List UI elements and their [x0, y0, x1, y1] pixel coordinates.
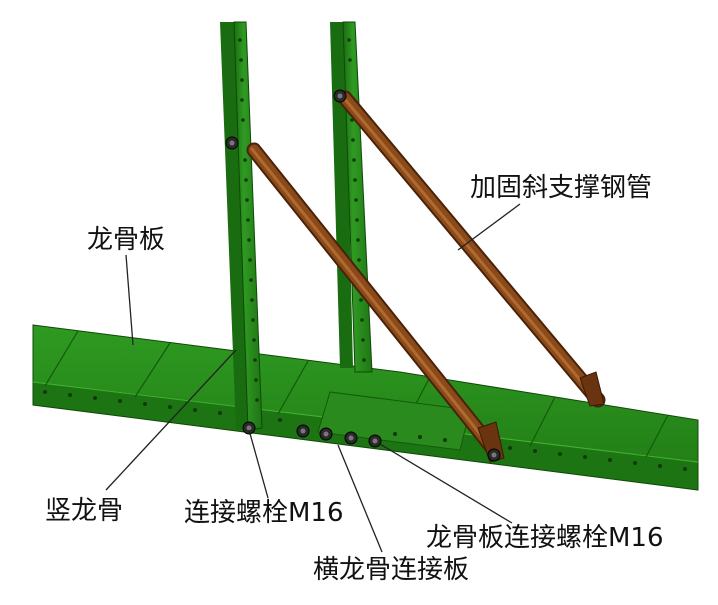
leader-lines: [105, 203, 521, 553]
brace-pipe-left: [246, 142, 505, 463]
label-keel-plate-bolt: 龙骨板连接螺栓M16: [426, 523, 664, 553]
keel-plate-top-face: [32, 324, 699, 463]
bolts: [225, 89, 501, 462]
label-vertical-keel: 竖龙骨: [45, 496, 123, 526]
vertical-keel-right: [330, 21, 373, 373]
leader-keel-plate: [125, 254, 134, 346]
leader-keel-plate-bolt: [379, 443, 513, 524]
label-brace-pipe: 加固斜支撑钢管: [470, 173, 652, 203]
leader-vertical-keel: [105, 349, 237, 491]
leader-brace-pipe: [457, 203, 521, 251]
label-connect-bolt: 连接螺栓M16: [184, 498, 344, 528]
vertical-keel-left: [220, 21, 263, 431]
keel-plate-holes: [43, 390, 687, 471]
labels: 加固斜支撑钢管 龙骨板 竖龙骨 连接螺栓M16 龙骨板连接螺栓M16 横龙骨连接…: [45, 173, 664, 585]
label-keel-plate: 龙骨板: [87, 225, 165, 255]
leader-connect-bolt: [248, 429, 269, 499]
brace-pipe-right: [337, 90, 606, 408]
label-cross-keel-plate: 横龙骨连接板: [313, 555, 469, 585]
leader-cross-keel-plate: [337, 444, 383, 553]
post-left-holes: [238, 38, 259, 402]
keel-plate: [32, 324, 699, 491]
